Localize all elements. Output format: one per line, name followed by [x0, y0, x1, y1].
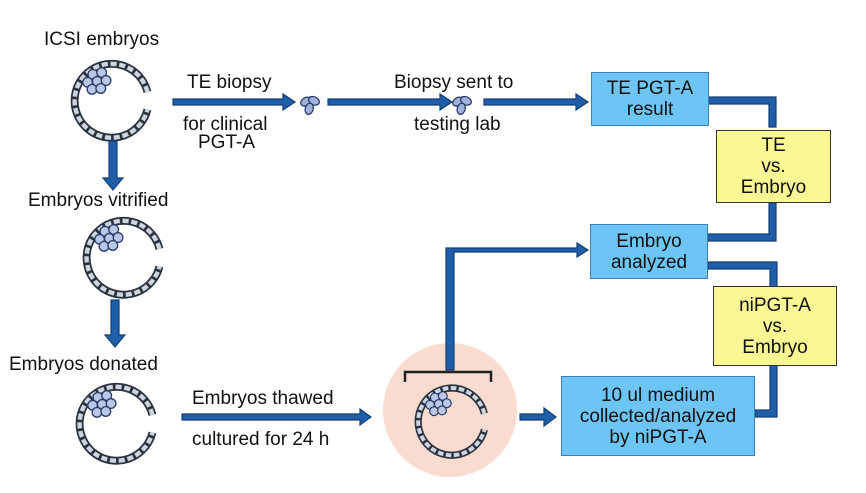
- box-line: TE PGT-A: [606, 78, 694, 99]
- pgt-a-label: PGT-A: [198, 132, 256, 153]
- embryo-icon-icsi: [75, 64, 148, 138]
- embryo-analyzed-box: Embryo analyzed: [590, 224, 708, 279]
- connector-nipgt-to-medium: [754, 362, 778, 418]
- arrow-embryos-thawed: [181, 407, 373, 427]
- box-line: collected/analyzed: [579, 405, 737, 427]
- biopsy-sent-label: Biopsy sent to: [394, 72, 514, 93]
- biopsy-fragment-icon-1: [298, 94, 322, 116]
- box-line: niPGT-A: [739, 294, 811, 316]
- embryo-icon-donated: [80, 387, 153, 461]
- embryos-thawed-label: Embryos thawed: [192, 388, 334, 409]
- box-line: Embryo: [742, 336, 808, 358]
- connector-te-vs-to-analyzed: [706, 202, 777, 242]
- stage-label-vitrified: Embryos vitrified: [28, 190, 169, 211]
- arrow-te-biopsy: [172, 92, 297, 112]
- arrow-biopsy-sent: [327, 92, 454, 112]
- cultured-label: cultured for 24 h: [192, 429, 330, 450]
- box-line: TE: [761, 135, 786, 156]
- medium-collected-box: 10 ul medium collected/analyzed by niPGT…: [561, 376, 755, 456]
- te-biopsy-label: TE biopsy: [187, 72, 272, 93]
- culture-bracket: [403, 370, 493, 382]
- culture-dish: [383, 343, 517, 477]
- box-line: vs.: [761, 156, 786, 177]
- biopsy-fragment-icon-2: [450, 94, 474, 116]
- box-line: vs.: [762, 315, 788, 337]
- stage-label-icsi: ICSI embryos: [44, 29, 160, 50]
- te-pgt-a-result-box: TE PGT-A result: [591, 72, 709, 126]
- arrow-to-medium: [519, 406, 557, 428]
- testing-lab-label: testing lab: [414, 114, 501, 135]
- embryo-icon-vitrified: [87, 221, 160, 295]
- box-line: analyzed: [610, 251, 688, 273]
- stage-label-donated: Embryos donated: [9, 354, 158, 375]
- box-line: by niPGT-A: [609, 426, 707, 448]
- arrow-to-embryo-analyzed: [445, 241, 590, 371]
- connector-analyzed-to-nipgt: [707, 261, 778, 288]
- nipgt-a-vs-embryo-box: niPGT-A vs. Embryo: [713, 286, 837, 366]
- arrow-vitrified-to-donated: [103, 299, 127, 348]
- box-line: Embryo: [616, 230, 682, 252]
- connector-te-result-to-te-vs: [707, 96, 777, 128]
- arrow-icsi-to-vitrified: [101, 140, 125, 191]
- box-line: result: [626, 99, 674, 120]
- arrow-to-te-result: [483, 92, 590, 112]
- for-clinical-label: for clinical: [183, 114, 268, 135]
- te-vs-embryo-box: TE vs. Embryo: [716, 130, 831, 203]
- box-line: Embryo: [740, 177, 807, 198]
- box-line: 10 ul medium: [600, 384, 716, 406]
